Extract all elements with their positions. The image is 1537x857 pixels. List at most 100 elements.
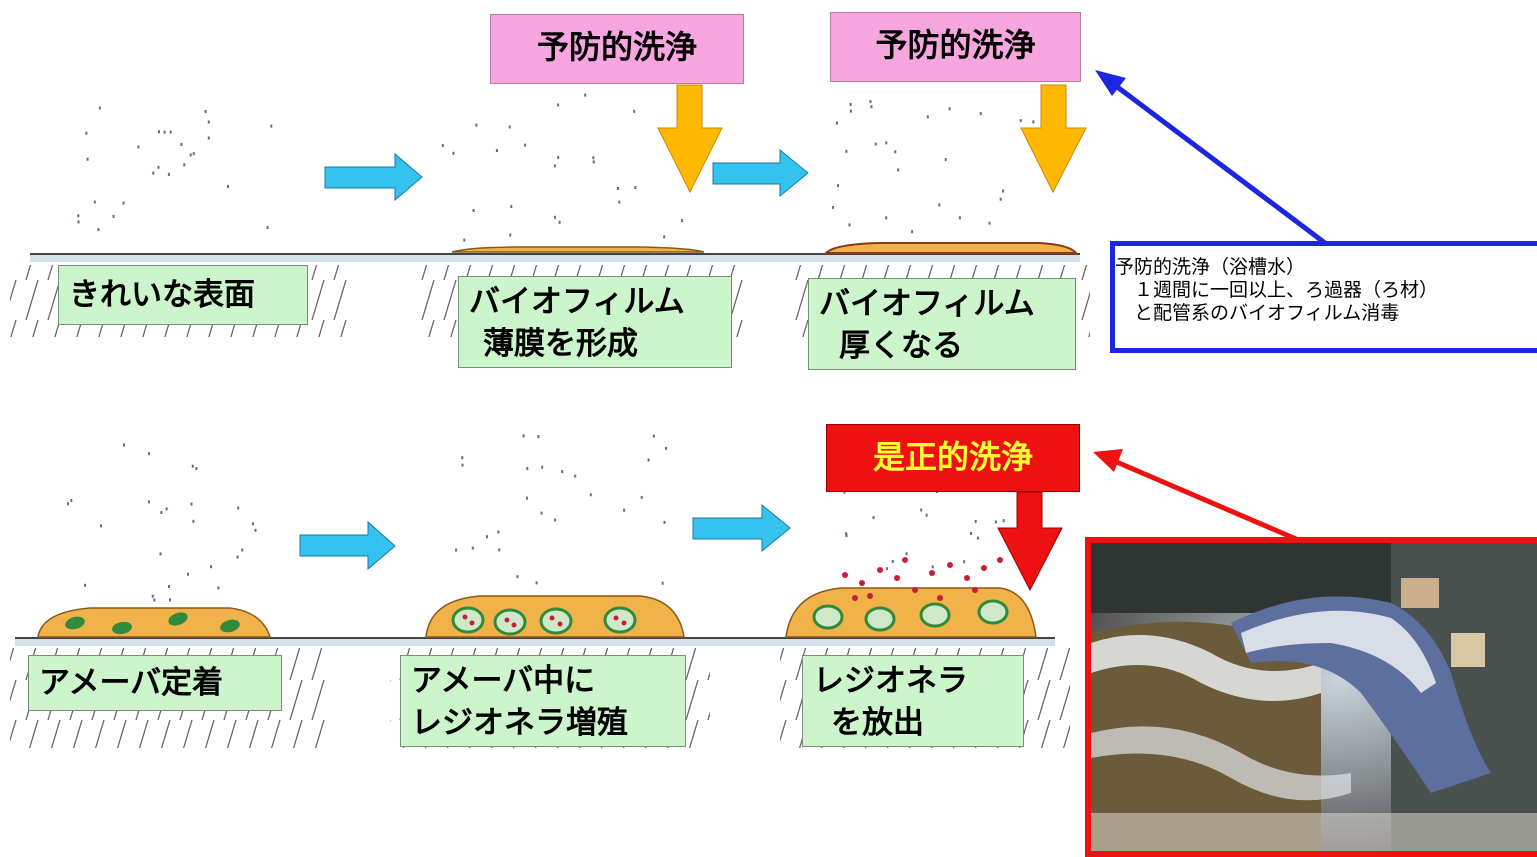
corrective-cleaning-label: 是正的洗浄 <box>826 424 1080 492</box>
water-particle <box>647 458 650 462</box>
note-line: と配管系のバイオフィルム消毒 <box>1115 302 1400 324</box>
water-particle <box>180 143 183 146</box>
water-particle <box>977 536 979 540</box>
water-particle <box>123 443 125 447</box>
water-particle <box>535 581 538 585</box>
water-particle <box>963 560 966 564</box>
water-particle <box>85 131 88 135</box>
water-particle <box>472 209 475 212</box>
water-particle <box>970 532 973 535</box>
water-particle <box>897 168 900 172</box>
water-particle <box>926 115 929 119</box>
right-arrow-icon <box>712 148 809 198</box>
water-particle <box>845 149 848 153</box>
water-particle <box>153 598 156 602</box>
water-particles <box>67 93 1035 602</box>
stage-biofilm-thin: バイオフィルム 薄膜を形成 <box>458 276 732 368</box>
water-particle <box>210 565 213 569</box>
water-particle <box>207 136 210 140</box>
down-arrow-icon <box>1020 84 1087 194</box>
water-particle <box>920 508 923 512</box>
water-particle <box>169 598 171 602</box>
water-particle <box>241 548 244 552</box>
stage-label: アメーバ中に <box>411 663 596 699</box>
water-particle <box>122 201 125 205</box>
water-particle <box>618 200 621 204</box>
water-particle <box>137 145 140 149</box>
note-line: １週間に一回以上、ろ過器（ろ材） <box>1115 279 1439 301</box>
water-particle <box>553 164 556 168</box>
water-particle <box>891 559 894 563</box>
right-arrow-icon <box>299 520 396 571</box>
water-particle <box>557 103 560 107</box>
water-particle <box>979 112 982 116</box>
water-particle <box>623 508 626 512</box>
water-particle <box>97 228 100 232</box>
water-particle <box>266 226 269 230</box>
stage-legionella-release: レジオネラ を放出 <box>802 655 1024 747</box>
water-particle <box>100 524 102 528</box>
water-particle <box>885 141 888 145</box>
water-particle <box>455 548 458 552</box>
amoeba-cell <box>112 621 132 635</box>
infected-amoebae <box>451 606 637 636</box>
water-particle <box>190 502 193 506</box>
water-particle <box>911 230 914 234</box>
water-particle <box>169 130 172 134</box>
water-particle <box>661 581 664 585</box>
right-arrow-icon <box>692 503 791 553</box>
water-particle <box>187 572 189 576</box>
water-particle <box>537 435 540 439</box>
water-particle <box>168 585 170 588</box>
water-particle <box>510 205 513 208</box>
water-particle <box>540 511 543 515</box>
water-particle <box>870 105 873 109</box>
water-particle <box>1002 519 1005 523</box>
water-particle <box>849 109 852 113</box>
legionella-release-biofilm <box>785 587 1037 638</box>
stage-label: を放出 <box>831 705 924 741</box>
stage-amoeba: アメーバ定着 <box>28 655 282 711</box>
water-particle <box>251 522 254 526</box>
water-particle <box>192 152 195 156</box>
water-particle <box>84 583 87 587</box>
stage-label: 厚くなる <box>839 328 963 364</box>
water-particle <box>1002 189 1005 193</box>
water-particle <box>848 223 851 227</box>
water-particle <box>633 109 636 113</box>
water-particle <box>497 530 500 534</box>
stage-label: 薄膜を形成 <box>483 326 638 362</box>
water-particle <box>845 534 848 538</box>
water-particle <box>471 546 474 550</box>
water-particle <box>665 446 668 450</box>
stage-label: アメーバ定着 <box>39 665 224 701</box>
water-particle <box>584 93 587 97</box>
water-particle <box>849 102 852 106</box>
water-particle <box>495 149 498 152</box>
water-particle <box>944 158 947 162</box>
water-particle <box>974 519 977 523</box>
water-particle <box>98 106 101 110</box>
water-particle <box>486 535 488 539</box>
water-particle <box>152 171 155 175</box>
water-particle <box>885 567 888 571</box>
stage-legionella-grow: アメーバ中に レジオネラ増殖 <box>400 655 686 747</box>
water-particle <box>70 499 73 502</box>
water-particle <box>270 124 273 128</box>
water-particle <box>463 238 466 242</box>
water-particle <box>524 143 527 147</box>
water-particle <box>574 474 577 478</box>
water-particle <box>236 555 239 559</box>
water-particle <box>557 155 560 159</box>
water-particle <box>165 507 168 511</box>
water-particle <box>874 142 877 146</box>
water-particle <box>441 144 444 147</box>
water-particle <box>461 463 464 467</box>
water-particle <box>837 184 840 188</box>
water-particle <box>204 110 207 113</box>
water-particle <box>526 496 528 500</box>
water-particle <box>112 214 115 218</box>
stage-clean-surface: きれいな表面 <box>58 265 308 325</box>
preventive-cleaning-label: 予防的洗浄 <box>490 14 744 84</box>
water-particle <box>592 156 595 160</box>
